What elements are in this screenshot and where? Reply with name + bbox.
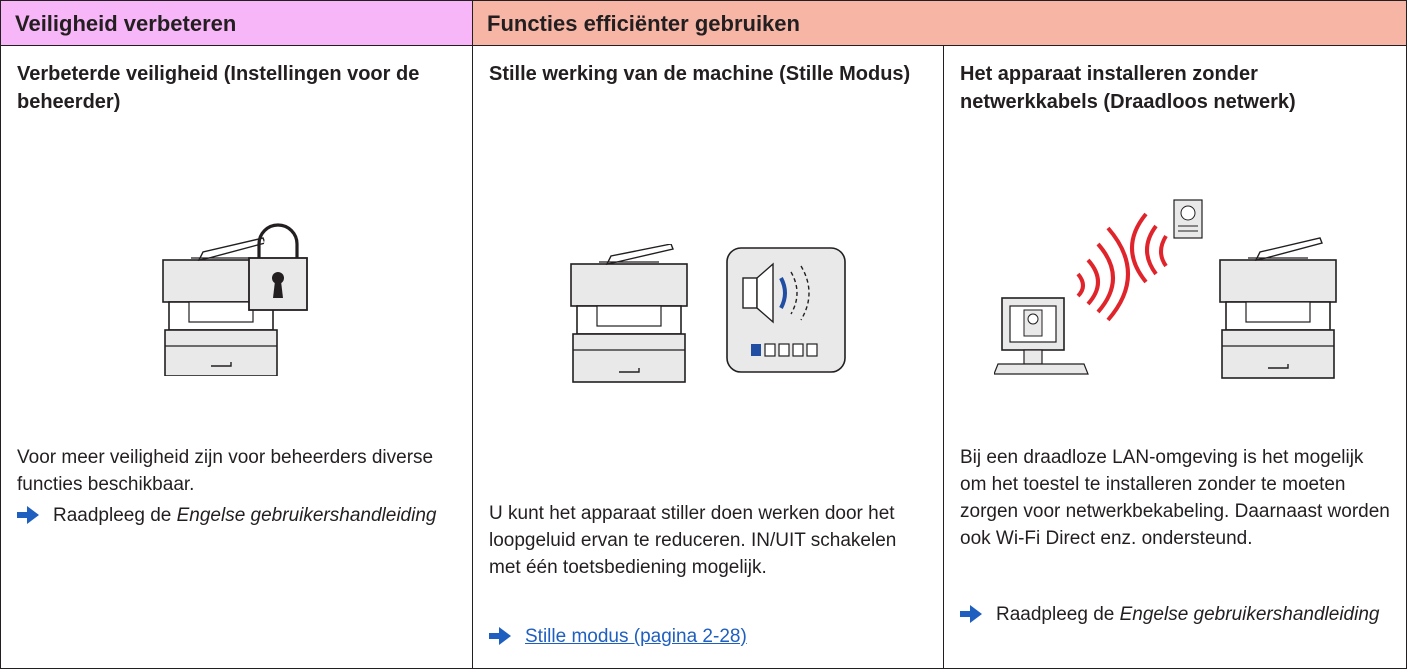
arrow-right-icon — [960, 605, 982, 623]
reference: Stille modus (pagina 2-28) — [489, 623, 933, 650]
column-wireless: Het apparaat installeren zonder netwerkk… — [943, 45, 1407, 669]
section-header-efficiency: Functies efficiënter gebruiken — [472, 0, 1407, 46]
arrow-right-icon — [17, 506, 39, 524]
reference-manual: Engelse gebruikershandleiding — [1119, 604, 1380, 625]
reference: Raadpleeg de Engelse gebruikershandleidi… — [17, 502, 462, 529]
reference-prefix: Raadpleeg de — [996, 604, 1120, 625]
column-quiet-mode: Stille werking van de machine (Stille Mo… — [472, 45, 944, 669]
reference: Raadpleeg de Engelse gebruikershandleidi… — [960, 601, 1396, 628]
column-description: Voor meer veiligheid zijn voor beheerder… — [17, 447, 434, 495]
column-description: Bij een draadloze LAN-omgeving is het mo… — [960, 447, 1390, 549]
wireless-network-icon — [994, 199, 1337, 379]
arrow-right-icon — [489, 627, 511, 645]
printer-speaker-icon — [570, 244, 846, 383]
column-title: Verbeterde veiligheid (Instellingen voor… — [17, 63, 420, 113]
column-title: Stille werking van de machine (Stille Mo… — [489, 63, 911, 85]
column-description: U kunt het apparaat stiller doen werken … — [489, 503, 897, 578]
section-header-security: Veiligheid verbeteren — [0, 0, 473, 46]
reference-manual: Engelse gebruikershandleiding — [176, 505, 437, 526]
column-security: Verbeterde veiligheid (Instellingen voor… — [0, 45, 473, 669]
column-title: Het apparaat installeren zonder netwerkk… — [960, 63, 1296, 113]
quiet-mode-link[interactable]: Stille modus (pagina 2-28) — [525, 626, 747, 647]
reference-prefix: Raadpleeg de — [53, 505, 177, 526]
printer-lock-icon — [162, 223, 308, 376]
